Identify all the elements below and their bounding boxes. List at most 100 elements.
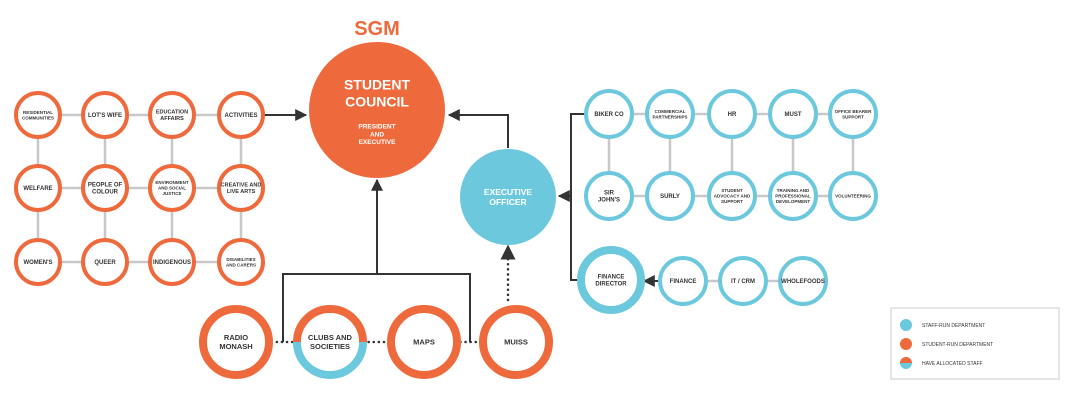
node-label: HR — [728, 112, 737, 118]
node-label: RADIO — [224, 333, 248, 342]
affiliate-maps[interactable]: MAPS — [387, 305, 461, 379]
node-label: BIKER CO — [594, 112, 624, 118]
node-label: WHOLEFOODS — [781, 279, 825, 285]
dept-women-s[interactable]: WOMEN'S — [14, 238, 62, 286]
node-label: RESIDENTIAL — [23, 110, 53, 115]
node-label: OFFICER — [489, 197, 526, 207]
node-label: SOCIETIES — [310, 342, 350, 351]
dept-it-crm[interactable]: IT / CRM — [718, 256, 768, 306]
node-label: SURLY — [660, 194, 680, 200]
node-ring — [768, 89, 818, 139]
node-label: COUNCIL — [345, 93, 409, 109]
staff-bracket — [570, 113, 586, 281]
dept-lot-s-wife[interactable]: LOT'S WIFE — [81, 91, 129, 139]
node-label: AFFAIRS — [160, 116, 184, 122]
affiliate-muiss[interactable]: MUISS — [479, 305, 553, 379]
node-ring — [217, 238, 265, 286]
dept-queer[interactable]: QUEER — [81, 238, 129, 286]
node-label: WOMEN'S — [23, 260, 52, 266]
node-ring — [658, 256, 708, 306]
node-label: AND — [370, 131, 384, 138]
node-ring — [768, 171, 818, 221]
dept-welfare[interactable]: WELFARE — [14, 164, 62, 212]
sgm-title: SGM — [354, 18, 400, 40]
legend-swatch — [900, 338, 912, 350]
node-ring — [645, 89, 695, 139]
legend-label: STAFF-RUN DEPARTMENT — [922, 323, 985, 329]
node-ring — [148, 238, 196, 286]
node-ring — [584, 89, 634, 139]
dept-activities[interactable]: ACTIVITIES — [217, 91, 265, 139]
dept-wholefoods[interactable]: WHOLEFOODS — [778, 256, 828, 306]
legend-swatch-top — [900, 357, 912, 363]
exec-to-council-arrow — [447, 109, 509, 148]
node-label: EXECUTIVE — [359, 139, 397, 146]
node-label: MUISS — [504, 338, 528, 347]
node-label: VOLUNTEERING — [835, 194, 871, 199]
node-label: COMMUNITIES — [22, 115, 54, 120]
node-label: CREATIVE AND — [221, 183, 262, 189]
node-ring — [387, 305, 461, 379]
node-ring — [217, 91, 265, 139]
node-ring — [707, 89, 757, 139]
staff-arc — [293, 341, 367, 379]
node-label: MONASH — [219, 342, 252, 351]
node-ring — [718, 256, 768, 306]
node-ring — [645, 171, 695, 221]
dept-must[interactable]: MUST — [768, 89, 818, 139]
dept-finance[interactable]: FINANCE — [658, 256, 708, 306]
node-label: SUPPORT — [721, 199, 743, 204]
node-ring — [479, 305, 553, 379]
node-ring — [148, 164, 196, 212]
node-label: EDUCATION — [156, 110, 188, 116]
legend-label: HAVE ALLOCATED STAFF — [922, 361, 983, 367]
legend-swatch-bottom — [900, 363, 912, 369]
node-ring — [81, 164, 129, 212]
legend-swatch — [900, 319, 912, 331]
node-label: LOT'S WIFE — [88, 113, 122, 119]
node-label: AND CARERS — [226, 262, 256, 267]
node-label: QUEER — [94, 260, 116, 266]
node-label: ADVOCACY AND — [714, 194, 751, 199]
node-label: COMMERCIAL — [655, 109, 686, 114]
node-label: SIR — [604, 191, 615, 197]
dept-surly[interactable]: SURLY — [645, 171, 695, 221]
dept-volunteering[interactable]: VOLUNTEERING — [828, 171, 878, 221]
node-label: JUSTICE — [162, 191, 181, 196]
node-label: TRAINING AND — [777, 188, 810, 193]
legend-item-staff: STAFF-RUN DEPARTMENT — [900, 319, 985, 331]
node-label: IT / CRM — [731, 279, 755, 285]
node-label: PEOPLE OF — [88, 183, 123, 189]
council-circle — [309, 42, 445, 178]
node-label: INDIGENOUS — [153, 260, 191, 266]
dept-indigenous[interactable]: INDIGENOUS — [148, 238, 196, 286]
node-label: PRESIDENT — [358, 123, 395, 130]
dept-biker-co[interactable]: BIKER CO — [584, 89, 634, 139]
node-label: PARTNERSHIPS — [653, 114, 688, 119]
dept-hr[interactable]: HR — [707, 89, 757, 139]
node-ring — [217, 164, 265, 212]
node-ring — [584, 171, 634, 221]
node-label: FINANCE — [598, 275, 625, 281]
node-label: DIRECTOR — [595, 282, 627, 288]
node-ring — [14, 238, 62, 286]
node-label: WELFARE — [23, 186, 52, 192]
student-arc — [293, 305, 367, 343]
node-label: SUPPORT — [842, 114, 864, 119]
